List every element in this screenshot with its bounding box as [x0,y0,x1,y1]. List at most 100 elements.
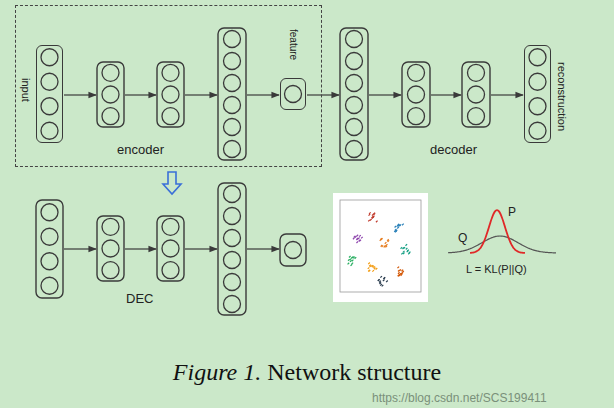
p-label: P [508,205,516,219]
neuron [224,186,241,203]
neuron [224,252,241,269]
encoder-region: encoderinputfeature [15,5,322,167]
cluster-point [357,238,359,240]
neuron [529,98,546,115]
neuron [468,108,485,125]
layer-arrow [307,94,339,95]
neuron [224,208,241,225]
cluster-point [352,263,354,265]
neuron [102,64,119,81]
cluster-point [348,263,350,265]
cluster-point [401,253,403,255]
layer-box [157,216,184,281]
neuron [162,240,179,257]
neuron [162,86,179,103]
cluster-point [376,221,378,223]
layer-arrow [247,248,279,249]
cluster-point [369,265,371,267]
layer-box [218,28,246,160]
neuron [529,73,546,90]
cluster-point [401,270,403,272]
layer-arrow [64,248,96,249]
cluster-point [398,224,400,226]
cluster-point [398,224,400,226]
neuron [162,108,179,125]
cluster-point [398,225,400,227]
cluster-point [369,270,371,272]
cluster-point [352,260,354,262]
cluster-point [383,279,385,281]
cluster-point [369,212,371,214]
layer-box [97,216,124,281]
cluster-point [353,238,355,240]
cluster-point [372,217,374,219]
cluster-point [398,275,400,277]
cluster-point [406,248,408,250]
layer-arrow [125,248,156,249]
neuron [102,218,119,235]
cluster-point [373,266,375,268]
input-layer: input [36,45,63,143]
down-arrow [163,172,181,194]
loss-formula: L = KL(P||Q) [466,263,527,275]
cluster-point [382,245,384,247]
neuron [408,64,425,81]
neuron [41,49,58,66]
cluster-point [385,242,387,244]
cluster-point [359,240,361,242]
cluster-point [369,214,371,216]
cluster-point [370,219,372,221]
neuron [224,230,241,247]
layer-arrow [185,248,217,249]
neuron [162,262,179,279]
cluster-point [356,238,358,240]
watermark: https://blog.csdn.net/SCS199411 [372,391,547,405]
cluster-point [401,272,403,274]
layer-arrow [64,94,96,95]
cluster-point [372,214,374,216]
layer-box [340,28,368,160]
cluster-point [368,270,370,272]
cluster-point [371,265,373,267]
q-label: Q [458,231,467,245]
layer-label: input [20,78,31,102]
cluster-point [356,241,358,243]
cluster-point [378,279,380,281]
cluster-point [379,282,381,284]
figure-caption: Figure 1. Network structure [0,359,614,386]
cluster-point [376,268,378,270]
cluster-point [398,270,400,272]
plot-frame [340,200,421,292]
neuron [41,98,58,115]
neuron [224,274,241,291]
cluster-point [351,257,353,259]
cluster-point [384,245,386,247]
cluster-point [395,226,397,228]
neuron [346,97,363,114]
cluster-point [359,240,361,242]
neuron [224,53,241,70]
cluster-point [349,256,351,258]
neuron [224,141,241,158]
cluster-point [368,263,370,265]
neuron [102,240,119,257]
cluster-point [395,231,397,233]
cluster-point [398,272,400,274]
layer-arrow [491,94,523,95]
cluster-point [407,250,409,252]
layer-arrow [369,94,401,95]
neuron [529,122,546,139]
cluster-point [387,239,389,241]
cluster-point [368,220,370,222]
output-layer: reconstruction [524,45,551,143]
neuron [41,73,58,90]
cluster-point [373,213,375,215]
layer-box [157,62,184,127]
neuron [102,86,119,103]
cluster-point [382,285,384,287]
cluster-plot [333,193,428,302]
cluster-point [401,247,403,249]
cluster-point [350,259,352,261]
cluster-point [361,237,363,239]
